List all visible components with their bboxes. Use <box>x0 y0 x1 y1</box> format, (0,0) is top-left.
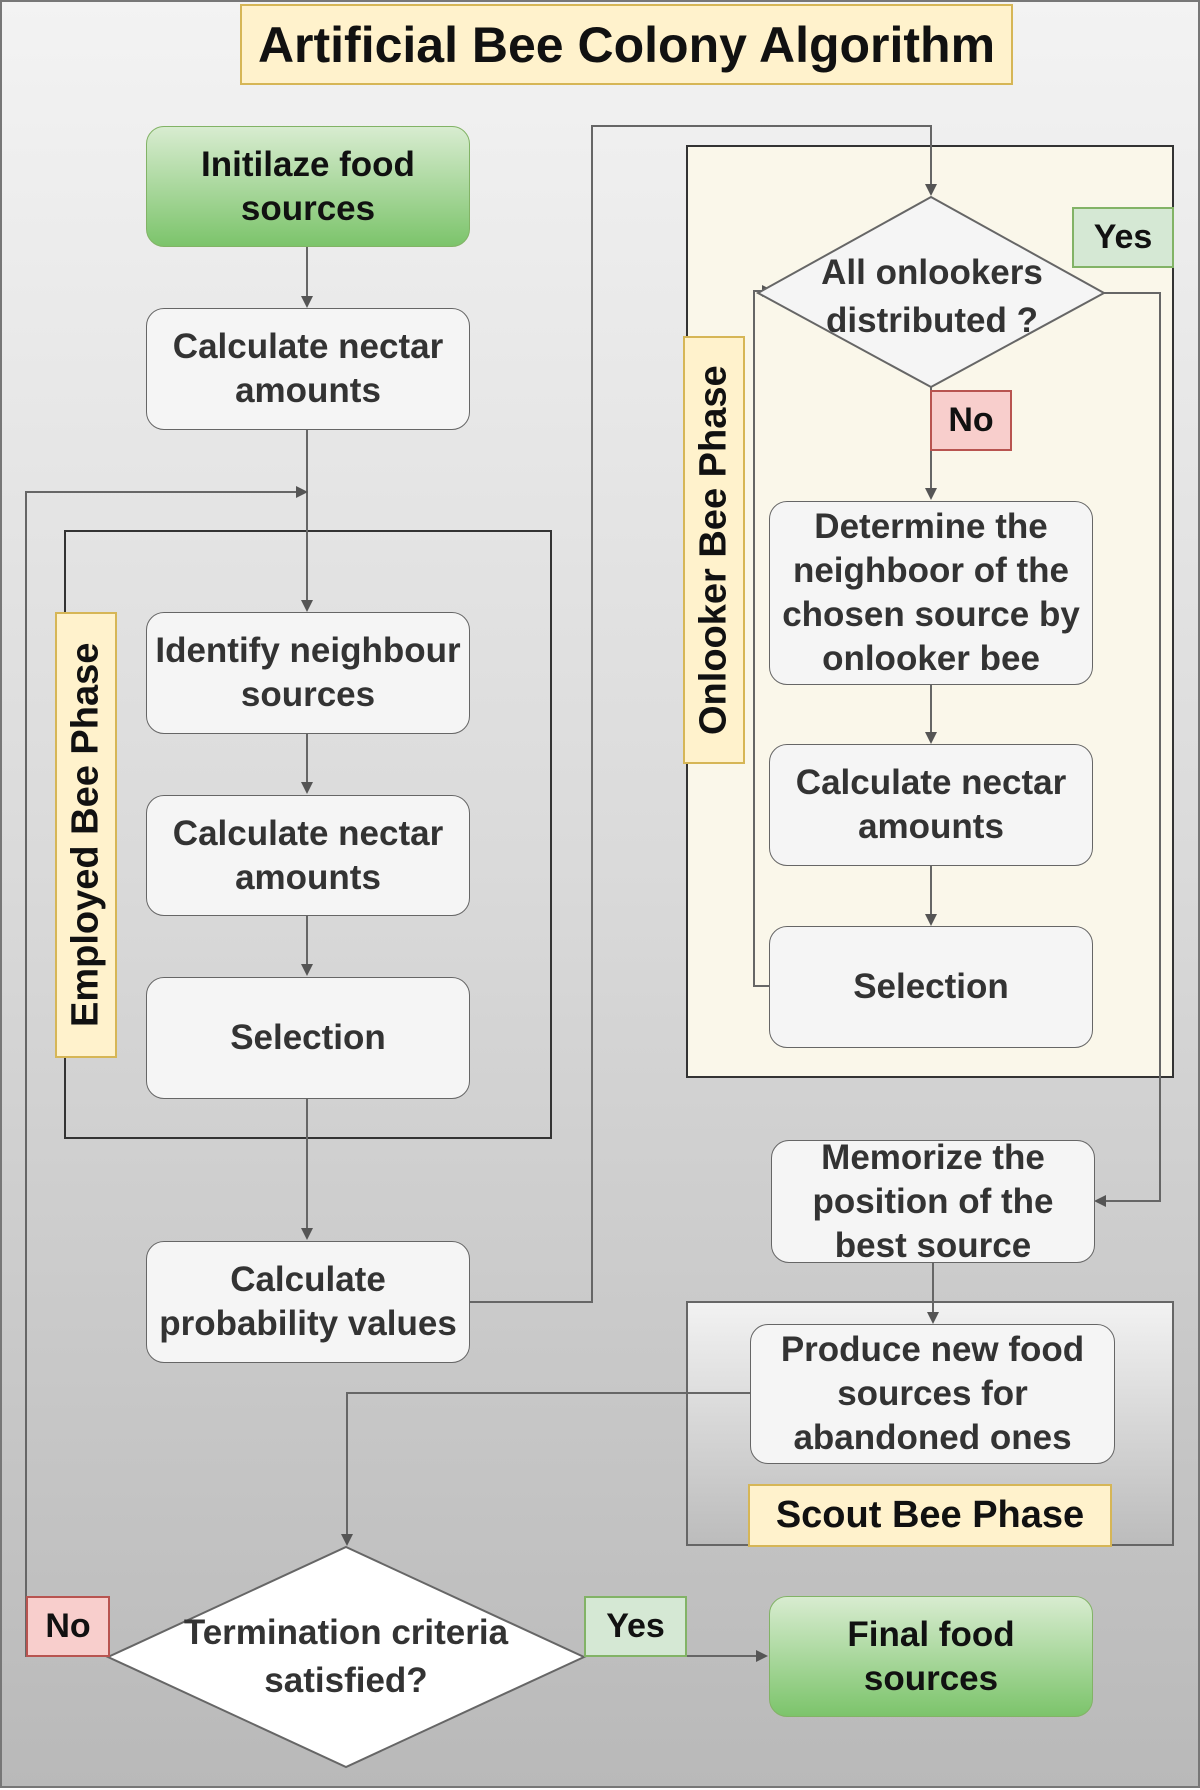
onlookers-yes-tag: Yes <box>1072 207 1174 268</box>
calc-nectar-node-3: Calculate nectar amounts <box>769 744 1093 866</box>
memorize-best-source-node: Memorize the position of the best source <box>771 1138 1095 1265</box>
termination-yes-tag: Yes <box>584 1596 687 1657</box>
final-food-sources-node: Final food sources <box>769 1596 1093 1717</box>
termination-no-tag: No <box>26 1596 110 1657</box>
edge-prob-to-onlookers <box>470 125 937 1303</box>
termination-diamond-shape <box>105 1545 587 1769</box>
calc-probability-node: Calculate probability values <box>146 1241 470 1363</box>
edge-onlookers-yes-to-memorize <box>1094 292 1161 1207</box>
onlookers-no-tag: No <box>930 390 1012 451</box>
init-food-sources-node: Initilaze food sources <box>146 126 470 247</box>
edge-produce-to-termination <box>341 1392 750 1546</box>
selection-node-2: Selection <box>769 926 1093 1048</box>
identify-neighbour-node: Identify neighbour sources <box>146 612 470 734</box>
onlookers-distributed-question: All onlookers distributed ? <box>821 253 1043 340</box>
calc-nectar-node-2: Calculate nectar amounts <box>146 795 470 916</box>
calc-nectar-node-1: Calculate nectar amounts <box>146 308 470 430</box>
selection-node-1: Selection <box>146 977 470 1099</box>
produce-new-sources-node: Produce new food sources for abandoned o… <box>750 1324 1115 1464</box>
scout-phase-label: Scout Bee Phase <box>748 1484 1112 1547</box>
onlookers-diamond-shape <box>755 195 1107 389</box>
termination-criteria-question: Termination criteria satisfied? <box>183 1613 509 1700</box>
determine-neighbor-node: Determine the neighboor of the chosen so… <box>769 501 1093 685</box>
diagram-title: Artificial Bee Colony Algorithm <box>240 4 1013 85</box>
